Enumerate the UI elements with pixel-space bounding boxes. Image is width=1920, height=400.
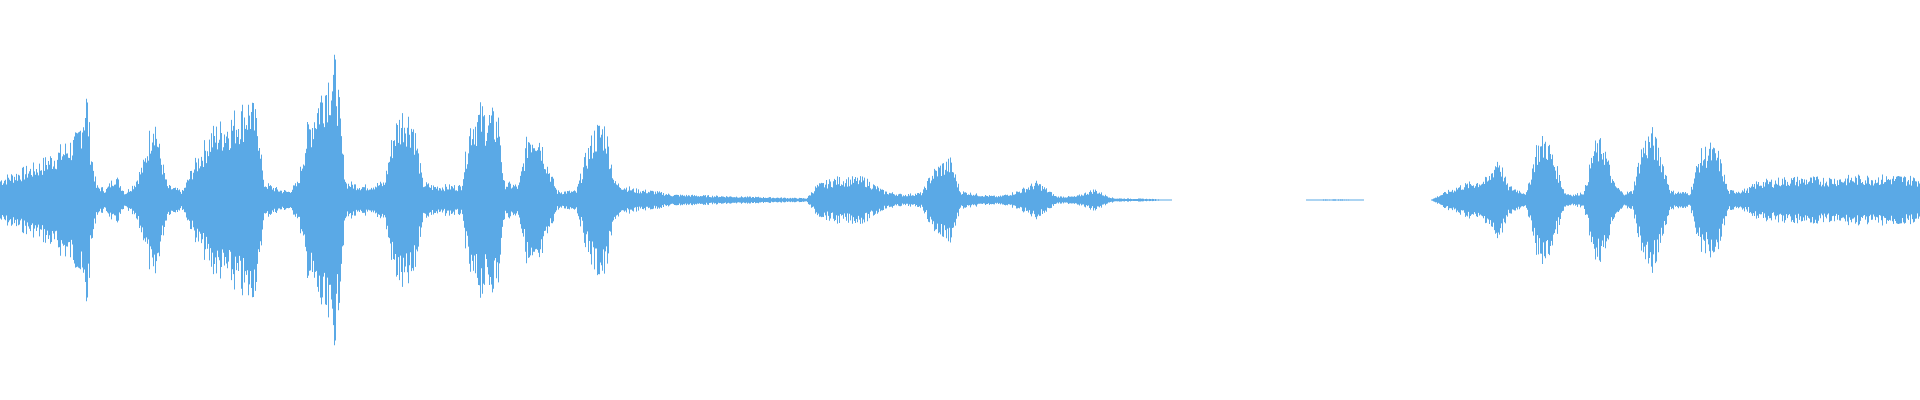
waveform-bars [0, 54, 1920, 346]
